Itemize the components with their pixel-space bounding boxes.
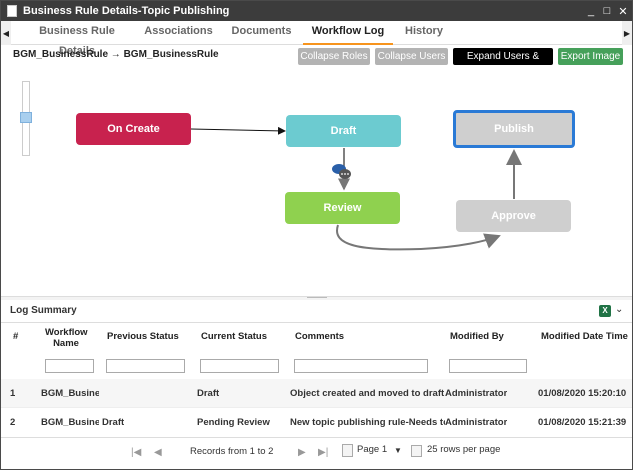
cell-modified-by: Administrator — [445, 417, 508, 428]
window-title: Business Rule Details-Topic Publishing — [23, 5, 230, 17]
zoom-slider-thumb[interactable] — [20, 112, 32, 123]
col-header-previous-status[interactable]: Previous Status — [107, 331, 179, 342]
maximize-button[interactable]: □ — [603, 5, 611, 17]
first-page-icon[interactable]: |◀ — [131, 447, 142, 458]
expand-users-roles-button[interactable]: Expand Users & Roles — [453, 48, 553, 79]
connector-oncreate-draft — [190, 126, 286, 135]
col-header-comments[interactable]: Comments — [295, 331, 345, 342]
tab-scroll-left-icon[interactable]: ◀ — [1, 21, 11, 45]
rows-per-page-icon — [411, 445, 422, 457]
cell-modified-date: 01/08/2020 15:20:10 — [538, 388, 627, 399]
comments-icon — [332, 164, 351, 179]
cell-current-status: Pending Review — [197, 417, 270, 428]
cell-num: 2 — [10, 417, 16, 428]
filter-previous-status[interactable] — [106, 359, 185, 373]
col-header-workflow-name-line1: Workflow — [45, 327, 88, 338]
filter-modified-by[interactable] — [449, 359, 527, 373]
cell-num: 1 — [10, 388, 16, 399]
col-header-modified-date[interactable]: Modified Date Time — [541, 331, 628, 342]
tab-business-rule-details[interactable]: Business Rule Details — [39, 25, 115, 57]
cell-comments: Object created and moved to draft — [290, 388, 445, 399]
cell-current-status: Draft — [197, 388, 220, 399]
node-review[interactable]: Review — [285, 192, 400, 224]
records-range: Records from 1 to 2 — [190, 446, 274, 457]
node-publish[interactable]: Publish — [453, 110, 575, 148]
workflow-connectors — [190, 126, 522, 251]
cell-modified-date: 01/08/2020 15:21:39 — [538, 417, 627, 428]
log-summary-title: Log Summary — [10, 305, 77, 316]
minimize-button[interactable]: _ — [587, 5, 595, 17]
splitter-grip[interactable] — [307, 297, 327, 299]
workflow-diagram: On Create Draft Publish Review Approve — [1, 71, 632, 296]
cell-workflow-name: BGM_Busines — [41, 417, 99, 428]
col-header-modified-by[interactable]: Modified By — [450, 331, 504, 342]
pagination-bar: |◀ ◀ Records from 1 to 2 ▶ ▶| Page 1 ▼ 2… — [1, 437, 632, 469]
export-image-button[interactable]: Export Image — [558, 48, 623, 65]
tab-bar: ◀ Business Rule Details Associations Doc… — [1, 21, 632, 57]
chevron-down-icon[interactable]: ⌄ — [615, 304, 624, 315]
next-page-icon[interactable]: ▶ — [298, 447, 306, 458]
tab-scroll-right-icon[interactable]: ▶ — [622, 21, 632, 45]
prev-page-icon[interactable]: ◀ — [154, 447, 162, 458]
filter-workflow-name[interactable] — [45, 359, 94, 373]
last-page-icon[interactable]: ▶| — [318, 447, 329, 458]
cell-comments: New topic publishing rule-Needs to be — [290, 417, 445, 428]
tab-history[interactable]: History — [405, 25, 443, 37]
node-approve[interactable]: Approve — [456, 200, 571, 232]
col-header-current-status[interactable]: Current Status — [201, 331, 267, 342]
cell-previous-status: Draft — [102, 417, 125, 428]
tab-associations[interactable]: Associations — [144, 25, 213, 37]
filter-comments[interactable] — [294, 359, 428, 373]
page-icon — [342, 444, 353, 457]
close-button[interactable]: ✕ — [618, 5, 628, 18]
page-dropdown-icon[interactable]: ▼ — [394, 446, 402, 455]
export-excel-icon[interactable]: X — [599, 305, 611, 317]
title-bar: Business Rule Details-Topic Publishing _… — [1, 1, 632, 21]
node-draft[interactable]: Draft — [286, 115, 401, 147]
cell-modified-by: Administrator — [445, 388, 508, 399]
table-row[interactable]: 2 BGM_Busines Draft Pending Review New t… — [1, 407, 632, 435]
collapse-roles-button[interactable]: Collapse Roles — [298, 48, 370, 65]
table-row[interactable]: 1 BGM_Busines Draft Object created and m… — [1, 379, 632, 407]
tab-documents[interactable]: Documents — [231, 25, 292, 37]
tab-workflow-log[interactable]: Workflow Log — [303, 21, 393, 45]
rows-per-page[interactable]: 25 rows per page — [427, 444, 501, 455]
node-on-create[interactable]: On Create — [76, 113, 191, 145]
panel-splitter[interactable] — [1, 296, 632, 300]
filter-current-status[interactable] — [200, 359, 279, 373]
log-summary-header: Log Summary X ⌄ — [1, 301, 632, 323]
connector-review-approve — [336, 224, 501, 251]
col-header-workflow-name[interactable]: Workflow Name — [45, 327, 88, 349]
collapse-users-button[interactable]: Collapse Users — [375, 48, 448, 65]
col-header-num: # — [13, 331, 19, 342]
page-selector[interactable]: Page 1 — [357, 444, 388, 455]
breadcrumb: BGM_BusinessRule → BGM_BusinessRule — [13, 49, 219, 60]
cell-workflow-name: BGM_Busines — [41, 388, 99, 399]
document-icon — [7, 5, 17, 17]
col-header-workflow-name-line2: Name — [53, 338, 79, 349]
